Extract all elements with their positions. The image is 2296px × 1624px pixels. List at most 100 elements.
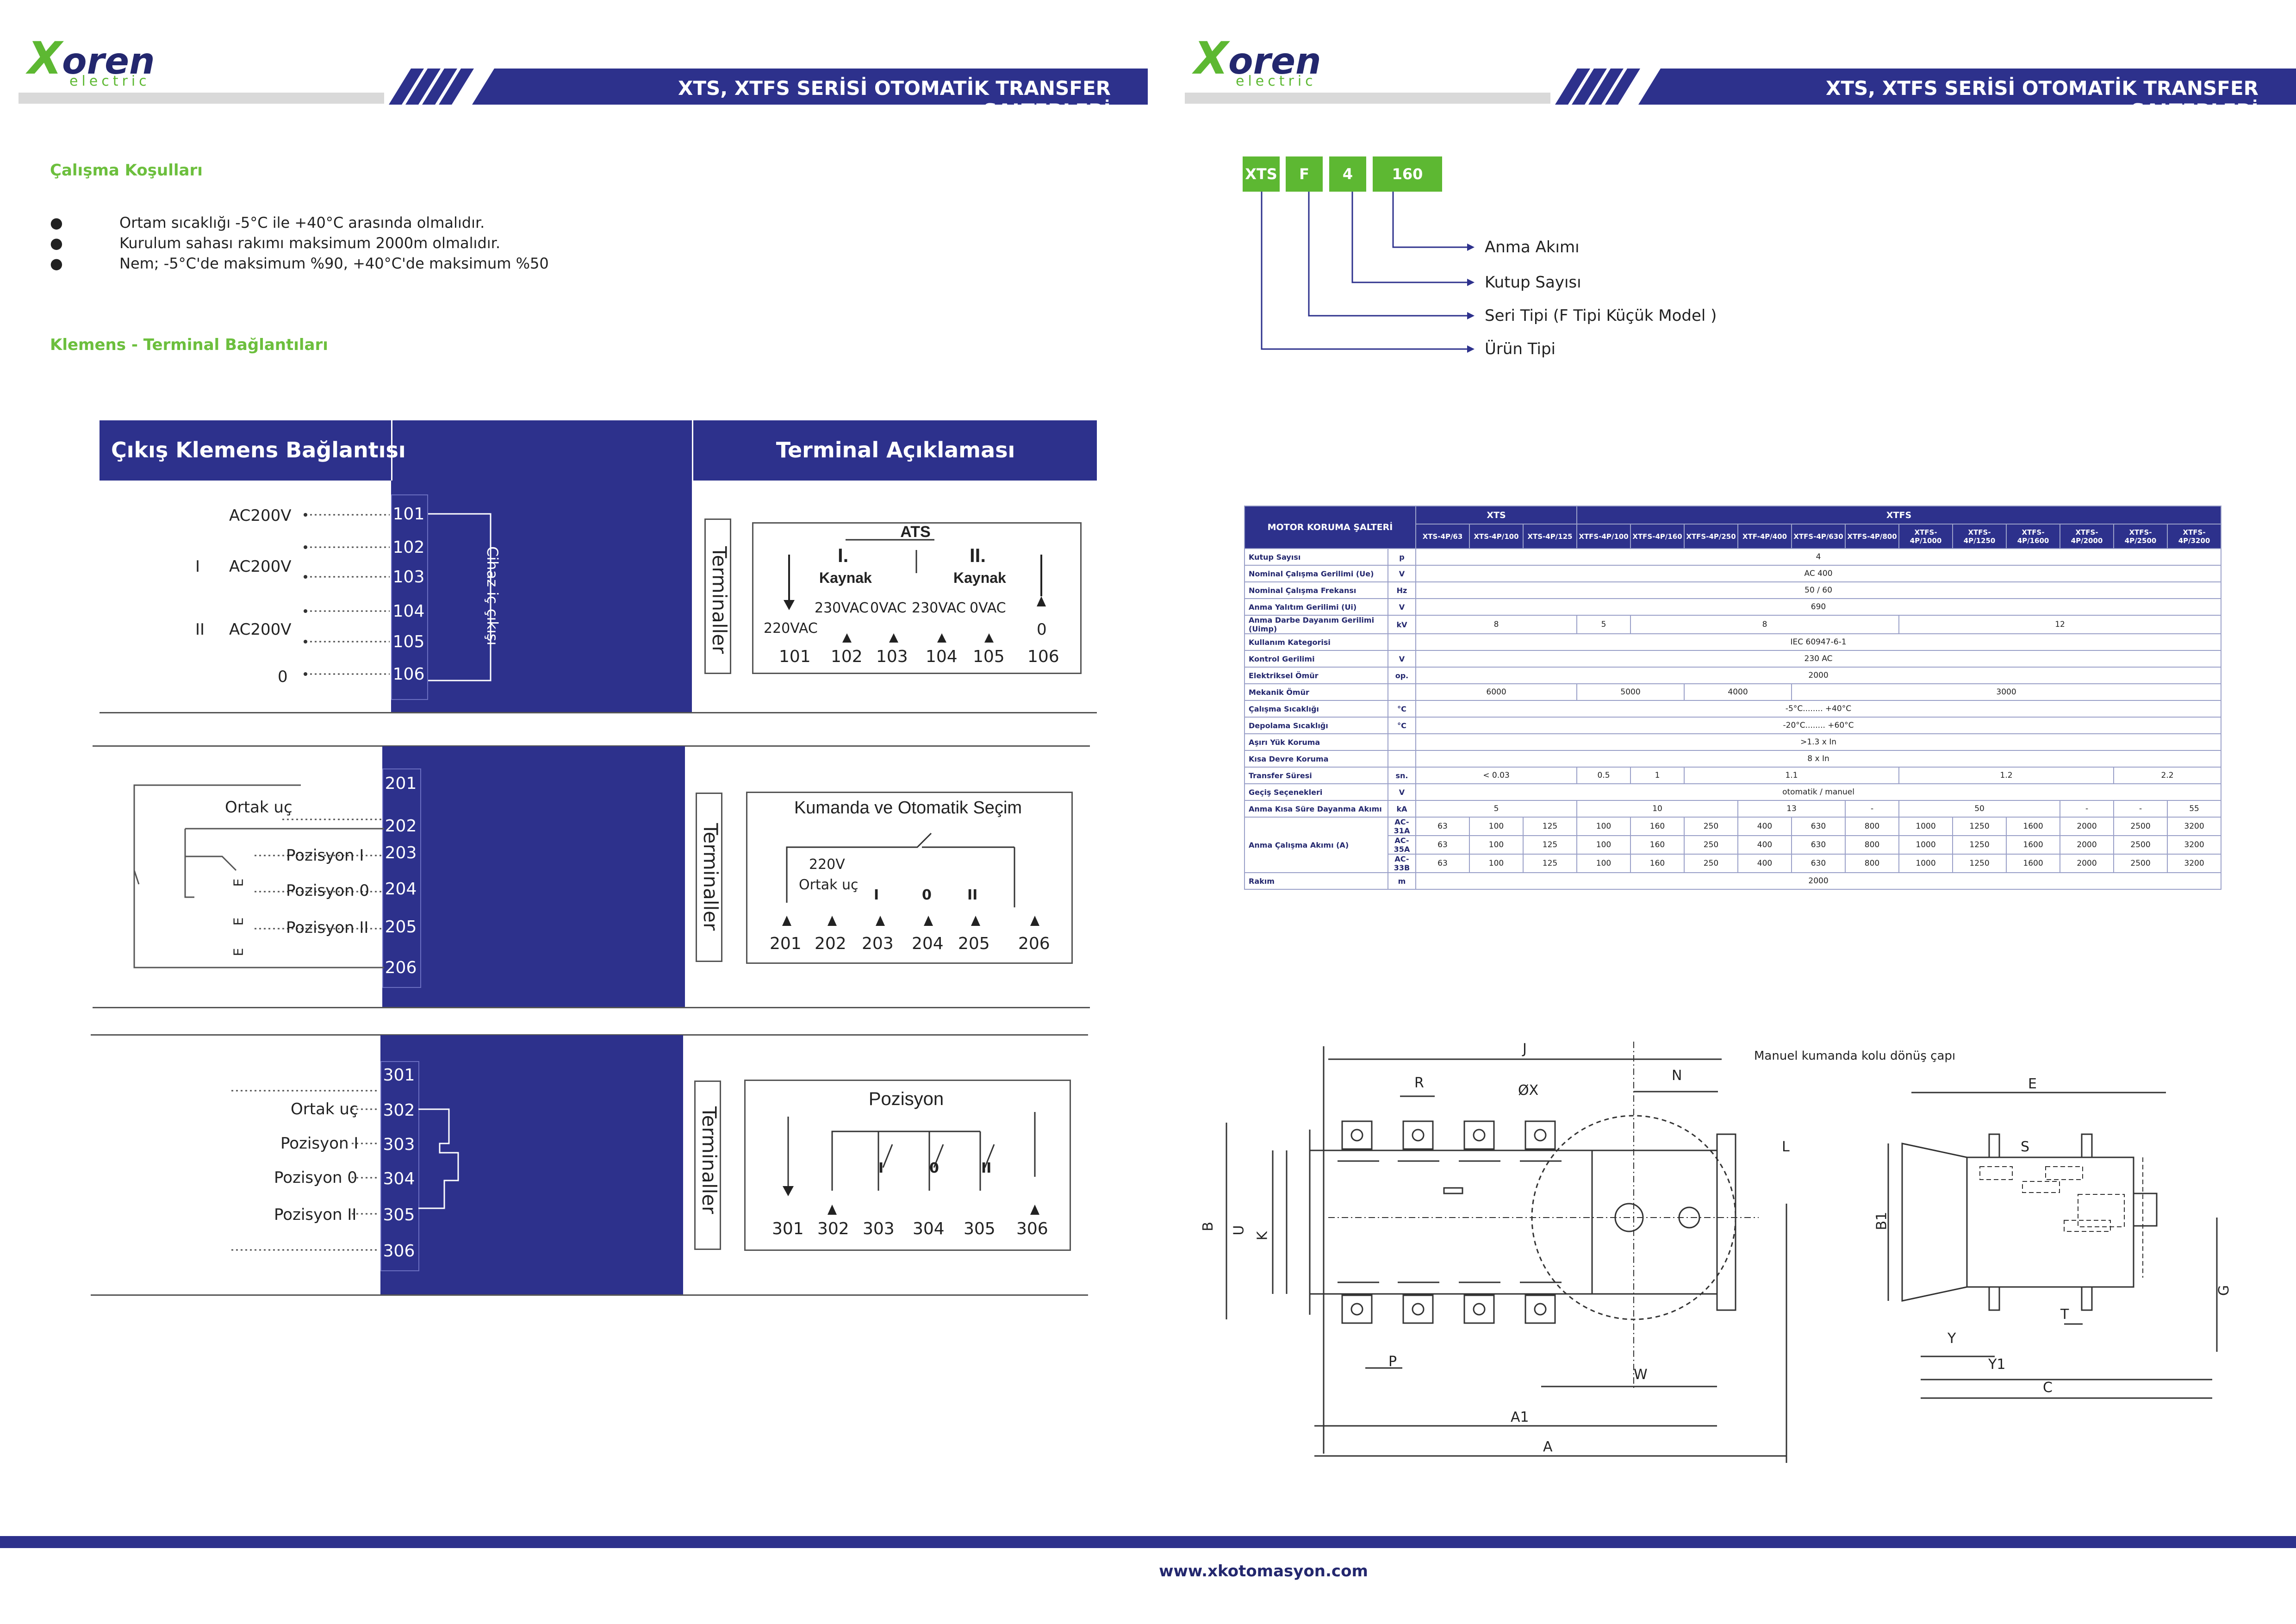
table-cell: 400 bbox=[1737, 854, 1792, 873]
label-ac200v-2: AC200V bbox=[229, 557, 292, 576]
terminal-number: 305 bbox=[383, 1206, 415, 1224]
table-header-cell: XTFS-4P/250 bbox=[1684, 524, 1739, 549]
table-cell: V bbox=[1388, 650, 1416, 668]
dim-j: J bbox=[1523, 1041, 1527, 1057]
table-cell: Çalışma Sıcaklığı bbox=[1244, 700, 1388, 718]
table-cell: Geçiş Seçenekleri bbox=[1244, 783, 1388, 801]
kumanda-terminal: 202 bbox=[815, 934, 846, 953]
pozisyon-diagram-box bbox=[744, 1080, 1071, 1251]
table-header-cell: XTFS-4P/160 bbox=[1630, 524, 1685, 549]
table-cell: 4000 bbox=[1684, 683, 1792, 701]
table-cell: 5000 bbox=[1576, 683, 1685, 701]
kumanda-terminal: 203 bbox=[862, 934, 894, 953]
table-cell: m bbox=[1388, 872, 1416, 890]
dim-g: G bbox=[2216, 1285, 2233, 1296]
kumanda-terminal: 201 bbox=[770, 934, 802, 953]
dim-manuel: Manuel kumanda kolu dönüş çapı bbox=[1754, 1049, 1956, 1063]
dim-ox: ØX bbox=[1518, 1082, 1539, 1099]
table-header-cell: XTFS-4P/2500 bbox=[2113, 524, 2168, 549]
table-cell: 12 bbox=[1898, 615, 2222, 634]
table-cell: Anma Çalışma Akımı (A) bbox=[1244, 817, 1388, 873]
table-cell: IEC 60947-6-1 bbox=[1415, 633, 2222, 651]
terminal-number: 206 bbox=[385, 958, 417, 977]
table-cell: 50 / 60 bbox=[1415, 581, 2222, 599]
table-cell: < 0.03 bbox=[1415, 767, 1578, 784]
table-cell: 63 bbox=[1415, 854, 1470, 873]
table-cell: 3200 bbox=[2167, 817, 2222, 836]
kumanda-terminal: 205 bbox=[958, 934, 990, 953]
block2-wiring bbox=[133, 784, 384, 968]
table-cell: 2500 bbox=[2113, 835, 2168, 855]
table-cell: kA bbox=[1388, 800, 1416, 818]
kumanda-arrows bbox=[782, 832, 1039, 926]
header-gray-strip-right bbox=[1185, 93, 1550, 104]
table-cell: 1250 bbox=[1952, 817, 2007, 836]
table-cell: 630 bbox=[1791, 854, 1846, 873]
table-cell: 100 bbox=[1469, 835, 1524, 855]
dim-t: T bbox=[2060, 1306, 2069, 1323]
b3-pozisyon-2: Pozisyon II bbox=[274, 1206, 357, 1224]
terminal-number: 205 bbox=[385, 918, 417, 937]
table-cell: 400 bbox=[1737, 835, 1792, 855]
footer-url[interactable]: www.xkotomasyon.com bbox=[1159, 1562, 1368, 1580]
terminaller-label-1: Terminaller bbox=[708, 546, 731, 654]
table-header-cell: MOTOR KORUMA ŞALTERİ bbox=[1244, 506, 1416, 549]
b3-pozisyon-1: Pozisyon I bbox=[280, 1134, 359, 1153]
table-header-cell: XTFS bbox=[1576, 505, 2222, 525]
table-cell: 2000 bbox=[1415, 872, 2222, 890]
dim-y1: Y1 bbox=[1988, 1356, 2006, 1373]
table-row: Çalışma Sıcaklığı°C-5°C........ +40°C bbox=[1244, 700, 2222, 718]
table-cell: 250 bbox=[1684, 835, 1739, 855]
table-cell: -5°C........ +40°C bbox=[1415, 700, 2222, 718]
table-cell: kV bbox=[1388, 615, 1416, 634]
table-cell: Kutup Sayısı bbox=[1244, 548, 1388, 566]
table-cell: 690 bbox=[1415, 598, 2222, 616]
table-cell: 6000 bbox=[1415, 683, 1578, 701]
table-head-left: Çıkış Klemens Bağlantısı bbox=[111, 437, 406, 462]
dimension-drawing-front bbox=[1226, 1042, 1787, 1463]
kumanda-ii: II bbox=[967, 887, 978, 903]
table-header-cell: XTFS-4P/100 bbox=[1576, 524, 1631, 549]
pozisyon-0: 0 bbox=[929, 1160, 939, 1176]
table-cell: 2000 bbox=[2060, 854, 2115, 873]
table-cell: 5 bbox=[1576, 615, 1631, 634]
table-header-cell: XTS bbox=[1415, 505, 1578, 525]
terminaller-tag-1 bbox=[704, 518, 731, 674]
terminal-table-header bbox=[100, 420, 1097, 481]
table-cell: - bbox=[1845, 800, 1900, 818]
table-cell: 1600 bbox=[2006, 817, 2061, 836]
table-cell: 3200 bbox=[2167, 854, 2222, 873]
header-divider-1 bbox=[391, 420, 392, 481]
table-header-cell: XTFS-4P/1600 bbox=[2006, 524, 2061, 549]
kumanda-ortak-uc: Ortak uç bbox=[799, 877, 859, 893]
table-cell: 4 bbox=[1415, 548, 2222, 566]
table-cell: -20°C........ +60°C bbox=[1415, 717, 2222, 734]
kaynak2-label: Kaynak bbox=[953, 569, 1006, 586]
ats-terminal: 106 bbox=[1027, 647, 1059, 666]
table-cell: Rakım bbox=[1244, 872, 1388, 890]
dim-s: S bbox=[2021, 1139, 2030, 1155]
label-ac200v-3: AC200V bbox=[229, 620, 292, 639]
terminal-number: 203 bbox=[385, 843, 417, 862]
terminal-number: 102 bbox=[392, 538, 425, 557]
table-cell bbox=[1388, 733, 1416, 751]
table-cell: AC-31A bbox=[1388, 817, 1416, 836]
table-cell bbox=[1388, 750, 1416, 768]
b3-ortak-uc: Ortak uç bbox=[291, 1100, 358, 1118]
table-cell: 10 bbox=[1576, 800, 1739, 818]
logo-left: Xoren electric bbox=[28, 32, 155, 89]
table-cell: 63 bbox=[1415, 835, 1470, 855]
header-bar-right bbox=[1638, 69, 2296, 105]
table-cell: 125 bbox=[1522, 817, 1578, 836]
table-row: Aşırı Yük Koruma>1.3 x In bbox=[1244, 733, 2222, 751]
table-cell: 1 bbox=[1630, 767, 1685, 784]
kaynak1-num: I. bbox=[838, 544, 849, 566]
